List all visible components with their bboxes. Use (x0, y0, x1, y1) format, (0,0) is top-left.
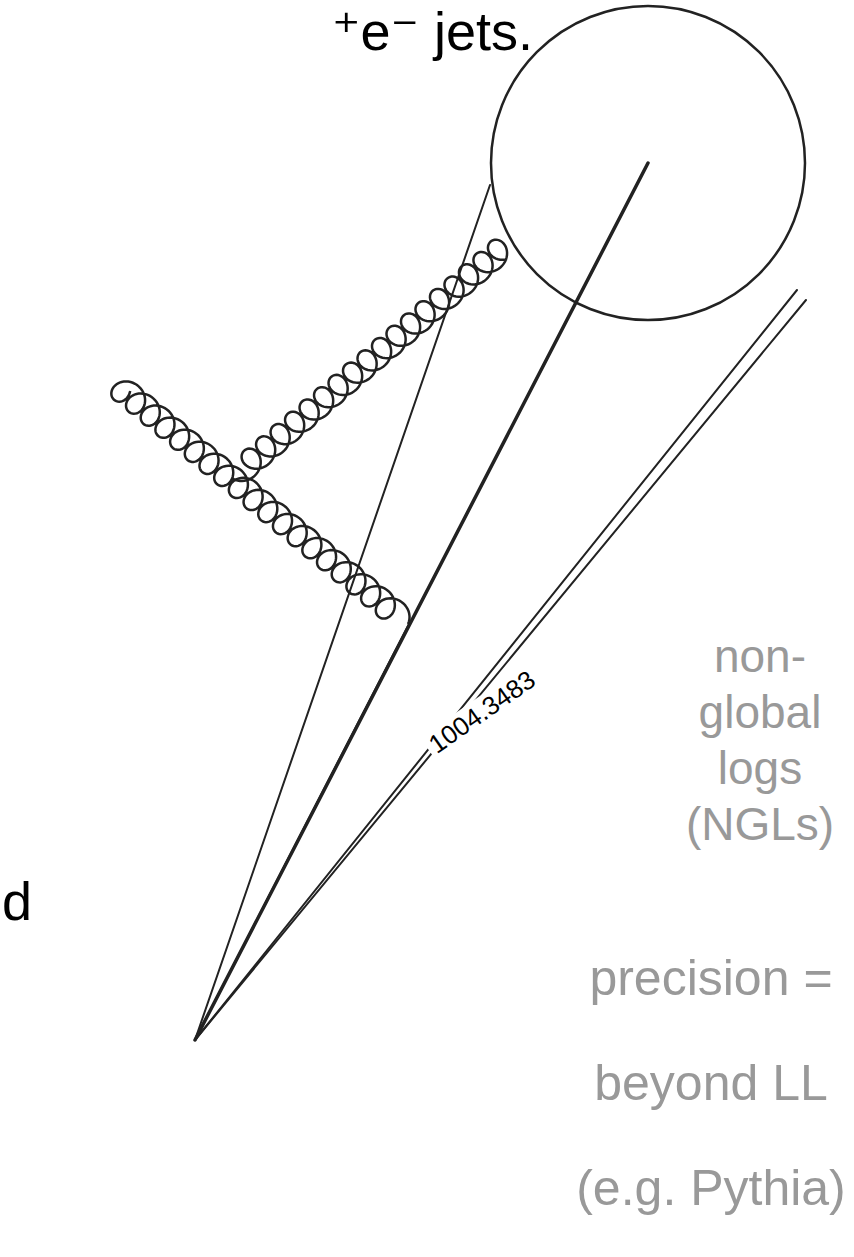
side-note: non- global logs (NGLs) (670, 628, 850, 852)
gluon-curl (111, 381, 409, 624)
heading-text: ⁺e⁻ jets. (332, 2, 533, 61)
arxiv-number: 1004.3483 (420, 663, 544, 762)
cut-text: d (2, 872, 32, 931)
gluon-lines (111, 240, 507, 624)
gluon-curl (232, 240, 507, 481)
cone-edge (195, 290, 797, 1040)
side-note: precision = beyond LL (e.g. Pythia) (561, 926, 854, 1241)
jet-cone-lines (195, 163, 806, 1040)
jet-axis (195, 163, 648, 1040)
